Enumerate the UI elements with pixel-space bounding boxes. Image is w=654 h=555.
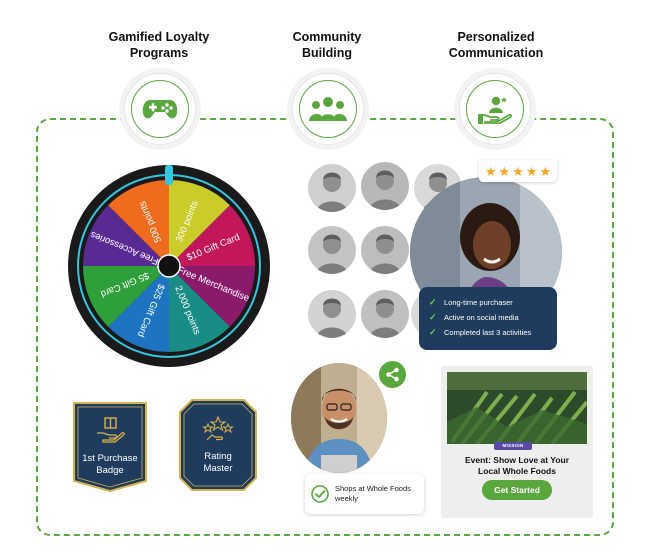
share-icon — [386, 367, 399, 382]
mission-badge: MISSION — [494, 442, 532, 450]
event-title-line: Local Whole Foods — [478, 466, 556, 476]
gamepad-icon-circle — [124, 73, 196, 145]
attribute-row: ✓ Long-time purchaser — [429, 295, 547, 310]
shopping-habit-text: Shops at Whole Foods weekly — [335, 484, 411, 504]
event-title-line: Event: Show Love at Your — [464, 455, 570, 465]
star-icon: ★ — [484, 163, 497, 179]
community-member-avatar — [361, 162, 409, 210]
community-member-avatar — [308, 226, 356, 274]
community-member-avatar — [308, 290, 356, 338]
heading-line: Communication — [448, 46, 544, 60]
check-circle-icon — [311, 485, 329, 503]
rating-master-badge: Rating Master — [178, 398, 258, 492]
shopping-habit-line: weekly — [335, 494, 358, 503]
produce-image — [447, 372, 587, 444]
community-member-avatar — [308, 164, 356, 212]
hand-person-icon-circle — [459, 73, 531, 145]
badge-shape — [73, 402, 147, 493]
wheel-segment — [169, 205, 255, 266]
star-icon: ★ — [512, 163, 524, 179]
wheel-segment — [83, 205, 169, 266]
customer-attributes-card: ✓ Long-time purchaser ✓ Active on social… — [419, 287, 557, 350]
rating-stars-icon — [202, 416, 234, 441]
event-title: Event: Show Love at Your Local Whole Foo… — [450, 455, 584, 477]
wheel-segment — [108, 180, 169, 266]
wheel-segment — [169, 180, 230, 266]
attribute-label: Long-time purchaser — [444, 298, 513, 307]
badge-label: Rating Master — [178, 451, 258, 475]
star-icon: ★ — [539, 163, 552, 179]
badge-label-line: Badge — [96, 465, 124, 476]
heading-community-building: Community Building — [268, 29, 386, 61]
heading-line: Gamified Loyalty — [108, 30, 210, 44]
heading-line: Building — [302, 46, 352, 60]
wheel-segment — [108, 266, 169, 352]
shopper-photo — [291, 363, 387, 473]
shopping-habit-line: Shops at Whole Foods — [335, 484, 411, 493]
get-started-button[interactable]: Get Started — [482, 480, 552, 500]
badge-label: 1st Purchase Badge — [68, 453, 152, 477]
wheel-pointer — [165, 165, 173, 185]
community-member-avatar — [361, 290, 409, 338]
event-produce-photo — [447, 372, 587, 444]
check-icon: ✓ — [429, 297, 437, 307]
attribute-row: ✓ Active on social media — [429, 310, 547, 325]
gift-hand-icon — [97, 417, 125, 443]
attribute-label: Active on social media — [444, 313, 519, 322]
badge-label-line: 1st Purchase — [82, 453, 138, 464]
wheel-segment — [169, 266, 230, 352]
shopper-portrait — [291, 363, 387, 473]
community-people-icon — [309, 97, 347, 121]
attribute-row: ✓ Completed last 3 activities — [429, 325, 547, 340]
heading-line: Programs — [129, 46, 189, 60]
first-purchase-badge: 1st Purchase Badge — [68, 401, 152, 493]
check-icon: ✓ — [429, 312, 437, 322]
badge-label-line: Rating — [204, 451, 232, 462]
community-icon-circle — [292, 73, 364, 145]
star-icon: ★ — [525, 163, 538, 179]
wheel-hub[interactable] — [157, 254, 181, 278]
heading-personalized-communication: Personalized Communication — [428, 29, 564, 61]
heading-line: Community — [292, 30, 362, 44]
five-star-rating: ★★★★★ — [479, 160, 557, 182]
wheel-segment — [169, 266, 255, 327]
share-button[interactable] — [377, 359, 408, 390]
heading-line: Personalized — [457, 30, 535, 44]
badge-label-line: Master — [203, 463, 233, 474]
wheel-segment — [83, 266, 169, 327]
hand-person-icon — [478, 96, 512, 124]
attribute-label: Completed last 3 activities — [444, 328, 532, 337]
check-icon: ✓ — [429, 327, 437, 337]
badge-shape — [179, 399, 257, 491]
star-icon: ★ — [498, 163, 511, 179]
gamepad-icon — [142, 100, 178, 119]
shopping-habit-card: Shops at Whole Foods weekly — [305, 474, 424, 514]
community-member-avatar — [361, 226, 409, 274]
heading-gamified-loyalty: Gamified Loyalty Programs — [96, 29, 222, 61]
